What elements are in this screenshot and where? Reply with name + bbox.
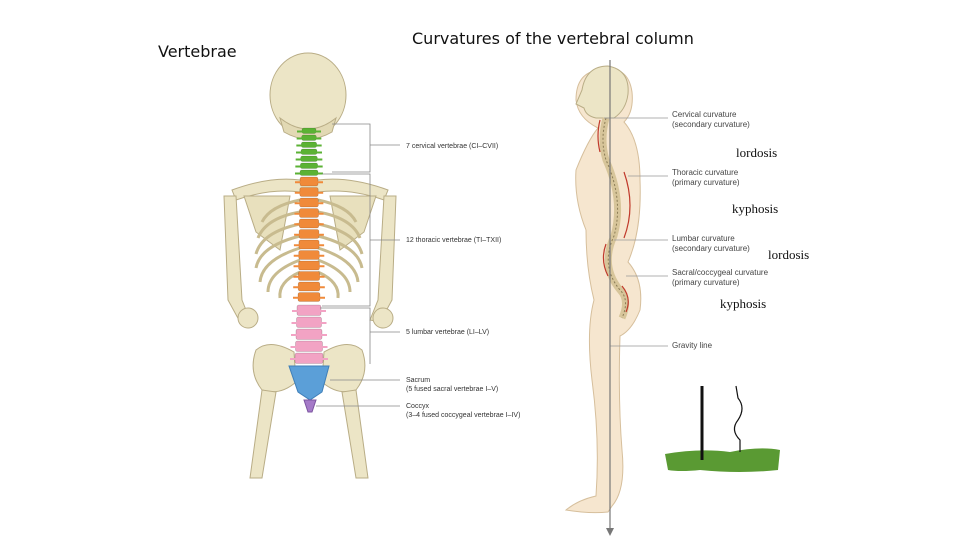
thoracic-vertebra-process xyxy=(294,212,324,215)
posture-inset xyxy=(665,385,780,472)
lumbar-curvature-label: Lumbar curvature (secondary curvature) xyxy=(672,234,750,253)
sacrum xyxy=(288,365,330,401)
curvature-marks xyxy=(597,119,631,313)
cervical-vertebra-process xyxy=(297,130,321,133)
sacrum-label: Sacrum (5 fused sacral vertebrae I–V) xyxy=(406,377,499,393)
cervical-vertebra-process xyxy=(295,172,323,175)
lumbar-vertebrae-label: 5 lumbar vertebrae (LI–LV) xyxy=(406,329,490,336)
cervical-curvature-label: Cervical curvature (secondary curvature) xyxy=(672,110,750,129)
cervical-lordosis-label: lordosis xyxy=(736,145,778,160)
cervical-vertebra-process xyxy=(295,165,323,168)
cervical-vertebrae-label: 7 cervical vertebrae (CI–CVII) xyxy=(406,143,499,150)
right-arm-bones xyxy=(369,195,397,323)
body-silhouette xyxy=(564,68,642,514)
curvatures-title: Curvatures of the vertebral column xyxy=(412,29,694,48)
coccyx-label: Coccyx (3–4 fused coccygeal vertebrae I–… xyxy=(406,403,521,419)
lateral-body xyxy=(564,60,668,536)
sacral-curvature-label: Sacral/coccygeal curvature (primary curv… xyxy=(672,268,769,287)
cervical-vertebra-process xyxy=(296,137,322,140)
thoracic-vertebra-process xyxy=(294,202,324,205)
posterior-skeleton xyxy=(223,52,400,479)
thoracic-vertebra-process xyxy=(293,286,325,289)
curvature-leader-lines xyxy=(604,117,668,347)
gravity-line-label: Gravity line xyxy=(672,341,713,350)
thoracic-vertebra-process xyxy=(293,275,325,278)
cervical-vertebra-process xyxy=(296,151,322,154)
sacral-kyphosis-label: kyphosis xyxy=(720,296,767,311)
lumbar-vertebra-process xyxy=(291,334,327,336)
thoracic-vertebra-process xyxy=(293,265,325,268)
grass-ground xyxy=(665,448,780,472)
thoracic-vertebrae-label: 12 thoracic vertebrae (TI–TXII) xyxy=(406,237,502,244)
lumbar-vertebra-process xyxy=(291,322,327,324)
coccyx xyxy=(303,399,317,413)
thoracic-curvature-label: Thoracic curvature (primary curvature) xyxy=(672,168,740,187)
thoracic-vertebra-process xyxy=(293,254,325,257)
vertebrae-title: Vertebrae xyxy=(158,42,237,61)
thoracic-segment xyxy=(293,176,325,302)
thoracic-vertebra-process xyxy=(293,296,325,299)
thoracic-vertebra-process xyxy=(294,191,324,194)
left-leg-bones xyxy=(249,389,277,479)
lumbar-lordosis-label: lordosis xyxy=(768,247,810,262)
vertebral-column xyxy=(288,127,330,413)
s-curve-line xyxy=(733,385,743,452)
cervical-segment xyxy=(295,127,323,176)
thoracic-kyphosis-label: kyphosis xyxy=(732,201,779,216)
gravity-arrowhead xyxy=(606,528,614,536)
lumbar-vertebra-process xyxy=(292,310,326,312)
lumbar-vertebra-process xyxy=(290,358,328,360)
cervical-vertebra-process xyxy=(295,158,323,161)
thoracic-vertebra-process xyxy=(293,244,325,247)
lumbar-vertebra-process xyxy=(290,346,328,348)
thoracic-vertebra-process xyxy=(294,223,324,226)
pelvis xyxy=(252,344,297,393)
skull-lateral xyxy=(575,65,629,119)
right-leg-bones xyxy=(341,389,369,479)
leader-lines xyxy=(316,123,400,407)
left-hand xyxy=(237,307,259,329)
cervical-vertebra-process xyxy=(296,144,322,147)
thoracic-vertebra-process xyxy=(295,181,323,184)
rib-cage xyxy=(254,198,364,299)
left-arm-bones xyxy=(223,195,251,323)
left-scapula xyxy=(243,195,291,251)
thoracic-vertebra-process xyxy=(294,233,324,236)
lumbar-segment xyxy=(290,304,328,364)
right-hand xyxy=(372,307,394,329)
